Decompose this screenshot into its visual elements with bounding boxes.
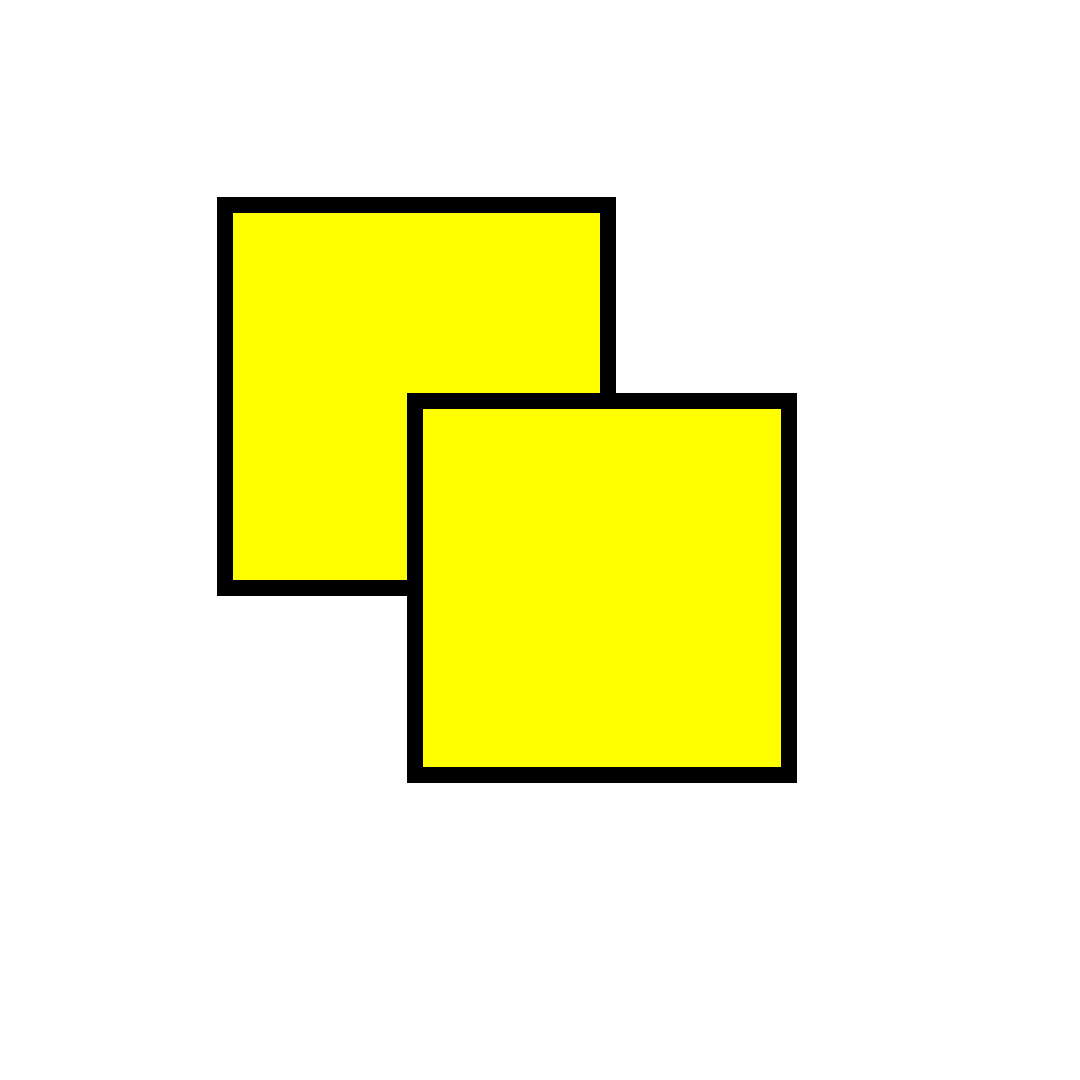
front-yellow-square	[407, 393, 797, 783]
